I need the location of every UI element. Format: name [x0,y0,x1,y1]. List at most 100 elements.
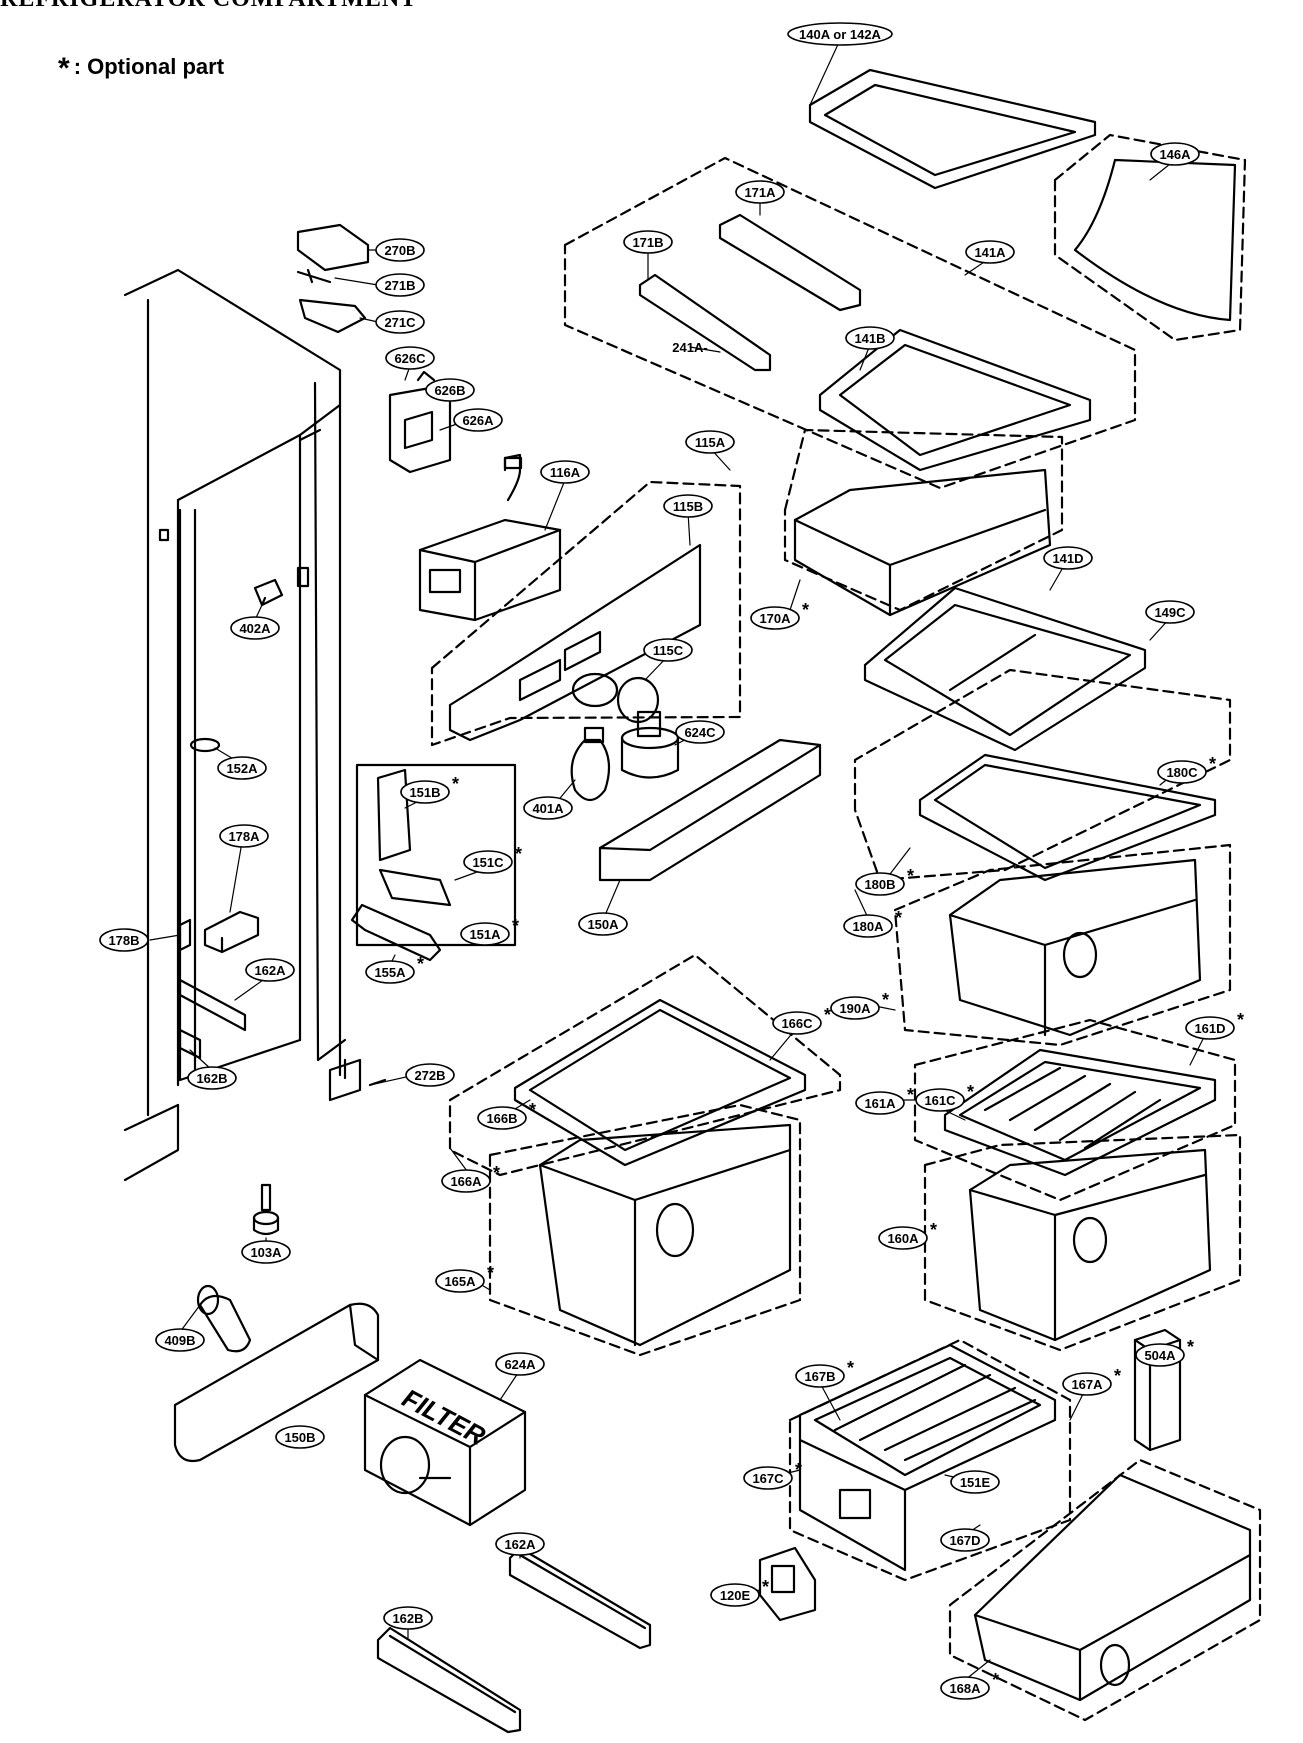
part-label-oval [99,928,149,952]
part-label-text: 161A [864,1096,896,1111]
part-label-115c: 115C [643,638,693,662]
crisper-cover-166B [513,998,807,1167]
part-label-text: 162B [196,1071,227,1086]
part-label-103a: 103A [241,1240,291,1264]
part-label-text: 168A [949,1681,981,1696]
part-label-504a: 504A* [1135,1337,1194,1367]
part-label-oval [787,22,893,46]
part-label-oval [400,780,450,804]
part-label-167c: 167C * [743,1460,802,1490]
optional-star: * [895,908,902,928]
shelf-group-141A [563,156,1137,490]
part-label-oval [385,346,435,370]
part-label-150a: 150A [578,912,628,936]
part-label-162b: 162B [383,1606,433,1630]
part-label-120e: 120E * [710,1577,769,1607]
optional-star: * [1114,1366,1121,1386]
part-label-115a: 115A [685,430,735,454]
optional-star: * [762,1577,769,1597]
crisper-drawer-190A [948,858,1202,1037]
part-label-oval [435,1269,485,1293]
part-labels: 140A or 142A146A171A171B141A141B241A-270… [99,22,1244,1700]
drawer-170A [793,468,1052,617]
optional-star: * [907,866,914,886]
part-label-409b: 409B [155,1328,205,1352]
part-label-text: 272B [414,1068,445,1083]
control-cover-parts [296,223,452,474]
part-label-167b: 167B* [795,1358,854,1388]
cabinet-small-parts [178,566,387,1102]
part-label-text: 141B [854,331,885,346]
shelf-140A [808,68,1097,190]
part-label-text: 626A [462,413,494,428]
part-label-oval [750,606,800,630]
part-label-text: 402A [239,621,271,636]
part-label-166b: 166B* [477,1100,536,1130]
drawer-group-190A [893,843,1232,1047]
part-label-text: 180B [864,877,895,892]
part-label-text: 166B [486,1111,517,1126]
optional-star: * [512,916,519,936]
part-label-text: 151E [960,1475,991,1490]
part-label-161a: 161A * [855,1085,914,1115]
part-label-oval [460,922,510,946]
part-label-151a: 151A * [460,916,519,946]
drawer-group-161A [913,1018,1237,1202]
drawer-group-168A [948,1458,1262,1722]
optional-star: * [824,1005,831,1025]
part-label-text: 167C [752,1471,784,1486]
part-624C [620,710,680,779]
part-label-oval [219,824,269,848]
part-label-271b: 271B [375,273,425,297]
part-label-141b: 141B [845,326,895,350]
part-label-text: 116A [550,465,581,480]
part-label-text: 624C [684,725,716,740]
part-label-oval [855,872,905,896]
part-label-text: 140A or 142A [799,27,882,42]
part-label-152a: 152A [217,756,267,780]
optional-star: * [882,990,889,1010]
part-label-oval [830,996,880,1020]
part-label-oval [623,230,673,254]
part-label-oval [383,1606,433,1630]
part-label-text: 146A [1159,147,1191,162]
part-label-190a: 190A* [830,990,889,1020]
optional-star: * [907,1085,914,1105]
part-label-text: 155A [374,965,406,980]
part-label-text: 626C [394,351,426,366]
part-label-oval [578,912,628,936]
part-146A-group [1053,133,1247,342]
part-label-150b: 150B [275,1425,325,1449]
part-label-text: 141D [1052,551,1083,566]
part-label-160a: 160A* [878,1220,937,1250]
part-label-oval [1062,1372,1112,1396]
part-label-text: 151A [469,927,501,942]
part-label-text: 170A [759,611,791,626]
part-label-oval [375,238,425,262]
part-label-text: 120E [720,1588,751,1603]
part-label-180c: 180C* [1157,754,1216,784]
part-label-oval [1185,1016,1235,1040]
diagram-title: REFRIGERATOR COMPARTMENT [0,0,417,13]
part-label-oval [275,1425,325,1449]
bulb-401A [570,726,611,802]
part-label-oval [540,460,590,484]
part-label-171a: 171A [735,180,785,204]
drawer-group-167A [788,1338,1072,1582]
meat-drawer-168A [973,1473,1252,1702]
lamp-bracket-115B [448,543,702,742]
part-label-oval [155,1328,205,1352]
lamp-cover-150A [598,738,822,882]
part-label-oval [1145,600,1195,624]
part-label-oval [241,1240,291,1264]
part-label-626c: 626C [385,346,435,370]
rail-162B-bottom [376,1626,522,1734]
optional-star: * [795,1460,802,1480]
part-label-text: 401A [532,801,564,816]
part-label-text: 151C [472,855,504,870]
part-label-oval [855,1091,905,1115]
rail-171A [718,213,862,312]
part-label-oval [477,1106,527,1130]
part-label-241a: 241A- [672,340,707,355]
